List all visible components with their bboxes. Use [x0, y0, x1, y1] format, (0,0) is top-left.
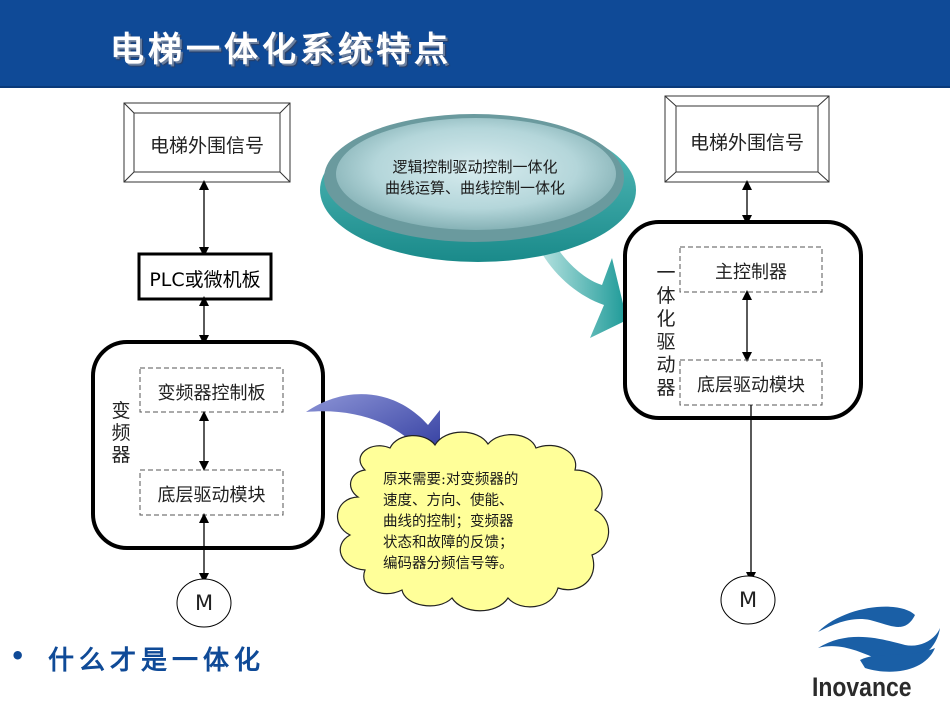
cloud-line: 曲线的控制；变频器 — [383, 514, 514, 530]
left-low-level-drive-label: 底层驱动模块 — [157, 485, 266, 506]
integrated-drive-vertical-label: 一体化驱动器 — [656, 262, 676, 399]
bullet-dot: • — [10, 642, 26, 670]
inverter-control-board-label: 变频器控制板 — [157, 383, 266, 404]
cloud-line: 编码器分频信号等。 — [383, 556, 514, 572]
cloud-line: 原来需要:对变频器的 — [383, 472, 519, 488]
left-motor-label: M — [194, 591, 214, 615]
left-low-level-drive-box — [139, 469, 284, 516]
inovance-logo-text: Inovance — [812, 672, 912, 702]
right-peripheral-label: 电梯外围信号 — [689, 132, 804, 154]
left-motor-circle — [176, 578, 232, 628]
inverter-control-board-box — [139, 367, 284, 413]
page-title: 电梯一体化系统特点 — [110, 30, 452, 70]
cloud-callout-shape — [336, 431, 610, 612]
left-peripheral-box — [123, 102, 291, 183]
left-peripheral-label: 电梯外围信号 — [149, 135, 264, 157]
inovance-logo-icon — [818, 606, 940, 672]
oval-callout-shape — [320, 114, 636, 338]
cloud-line: 速度、方向、使能、 — [383, 493, 514, 509]
blue-curved-arrow — [306, 394, 440, 460]
cloud-callout-text: 原来需要:对变频器的 速度、方向、使能、 曲线的控制；变频器 状态和故障的反馈；… — [383, 470, 558, 575]
oval-line: 逻辑控制驱动控制一体化 — [392, 158, 558, 176]
oval-line: 曲线运算、曲线控制一体化 — [384, 179, 565, 197]
cloud-line: 状态和故障的反馈； — [383, 535, 514, 551]
plc-label: PLC或微机板 — [149, 269, 261, 291]
inverter-vertical-label: 变频器 — [111, 400, 131, 466]
main-controller-label: 主控制器 — [715, 262, 787, 283]
header-bar: 电梯一体化系统特点 — [0, 0, 950, 88]
right-motor-label: M — [738, 588, 758, 612]
bullet-text: 什么才是一体化 — [48, 646, 266, 676]
right-peripheral-box — [664, 95, 830, 183]
oval-callout-text: 逻辑控制驱动控制一体化 曲线运算、曲线控制一体化 — [355, 157, 595, 199]
right-low-level-drive-label: 底层驱动模块 — [697, 375, 805, 396]
right-motor-circle — [720, 575, 776, 625]
